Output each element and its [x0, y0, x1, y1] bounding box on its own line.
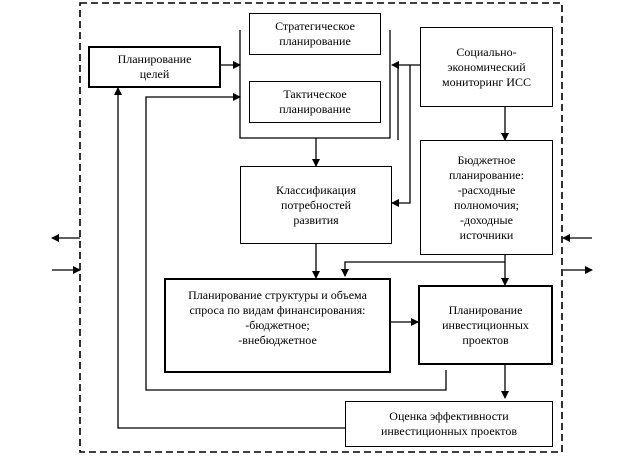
arrow-budget-to-structure: [341, 261, 505, 277]
arrow-loop-to-tactical: [145, 93, 447, 391]
arrow-group-to-classification: [391, 65, 411, 207]
box-demand-structure-planning: Планирование структуры и объема спроса п…: [164, 278, 391, 373]
box-strategic-planning: Стратегическое планирование: [249, 13, 381, 55]
budget-line-3: -расходные: [457, 182, 516, 197]
box-tactical-planning: Тактическое планирование: [249, 81, 381, 123]
box-socioeconomic-monitoring: Социально- экономический мониторинг ИСС: [420, 27, 553, 107]
structure-line-2: спроса по видам финансирования:: [189, 303, 366, 317]
system-boundary: [79, 2, 563, 453]
box-needs-classification: Классификация потребностей развития: [240, 166, 392, 244]
budget-line-2: планирование:: [449, 167, 524, 182]
structure-line-1: Планирование структуры и объема: [188, 288, 367, 302]
box-goals-planning: Планирование целей: [88, 46, 221, 88]
budget-line-1: Бюджетное: [457, 152, 516, 167]
box-efficiency-evaluation: Оценка эффективности инвестиционных прое…: [345, 401, 553, 447]
budget-line-4: полномочия;: [453, 197, 520, 212]
arrow-efficiency-to-goals: [114, 87, 345, 429]
box-budget-planning: Бюджетное планирование: -расходные полно…: [420, 140, 553, 255]
structure-line-3: -бюджетное;: [245, 318, 310, 332]
planning-group-bracket: [239, 30, 391, 139]
budget-line-6: источники: [459, 227, 514, 242]
structure-line-4: -внебюджетное: [238, 333, 317, 347]
box-investment-projects-planning: Планирование инвестиционных проектов: [418, 285, 553, 365]
budget-line-5: -доходные: [460, 212, 513, 227]
